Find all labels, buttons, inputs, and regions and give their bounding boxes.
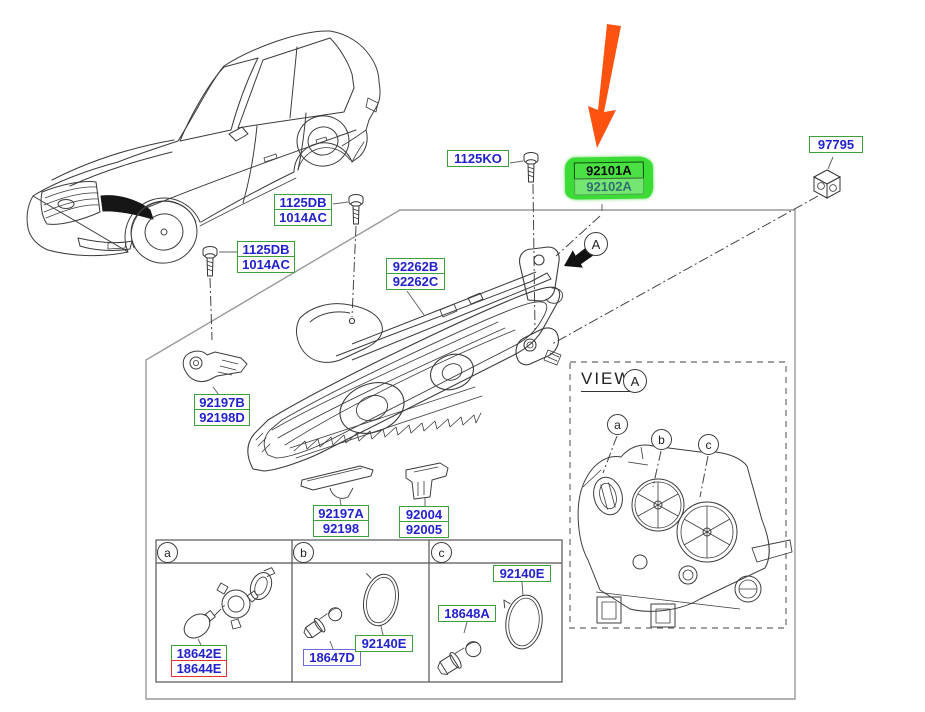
view-panel-letter-badge: A <box>623 369 647 393</box>
part-label-1125db-upper[interactable]: 1125DB 1014AC <box>274 194 332 227</box>
part-label-18642e[interactable]: 18642E 18644E <box>171 645 227 678</box>
part-label-1125ko[interactable]: 1125KO <box>447 150 509 167</box>
relay-part-drawing <box>812 169 842 199</box>
view-panel-title: VIEW <box>581 369 639 392</box>
direction-marker-letter: A <box>584 232 608 256</box>
part-label-92004[interactable]: 92004 92005 <box>399 506 449 539</box>
part-label-18648a[interactable]: 18648A <box>438 605 496 622</box>
part-label-92140e-c[interactable]: 92140E <box>493 565 551 582</box>
leader-lines <box>197 156 834 650</box>
car-illustration <box>26 30 381 264</box>
headlamp-assembly-drawing <box>247 246 563 472</box>
view-a-rear-lamp-drawing <box>577 444 793 628</box>
table-column-a-badge: a <box>157 542 178 563</box>
part-label-92140e-b[interactable]: 92140E <box>355 635 413 652</box>
lower-bracket-inner-drawing <box>405 462 449 500</box>
table-column-c-badge: c <box>431 542 452 563</box>
part-label-92197b[interactable]: 92197B 92198D <box>194 394 250 427</box>
lower-bracket-outer-drawing <box>300 465 374 499</box>
bezel-hole <box>348 317 356 325</box>
part-label-18647d[interactable]: 18647D <box>303 649 361 666</box>
part-label-92101a-highlighted[interactable]: 92101A 92102A <box>564 156 654 200</box>
bulb-table-grid <box>155 539 563 683</box>
highlight-arrow <box>588 24 621 148</box>
part-label-92262b[interactable]: 92262B 92262C <box>386 258 445 291</box>
bolt-icon-left-lower <box>202 246 218 277</box>
view-callout-c: c <box>698 434 719 455</box>
inner-bezel-drawing <box>296 271 552 363</box>
part-label-97795[interactable]: 97795 <box>809 136 863 153</box>
projection-lines <box>209 183 819 617</box>
main-boundary <box>145 209 796 700</box>
side-bracket-drawing <box>182 350 248 383</box>
view-callout-b: b <box>651 429 672 450</box>
cell-b-drawing <box>303 573 399 639</box>
part-label-1125db-lower[interactable]: 1125DB 1014AC <box>237 241 295 274</box>
view-a-panel-border <box>569 361 787 629</box>
bolt-icon-top <box>523 152 539 183</box>
cell-a-drawing <box>183 567 276 639</box>
cell-c-drawing <box>437 594 543 675</box>
part-label-92197a[interactable]: 92197A 92198 <box>313 505 369 538</box>
table-column-b-badge: b <box>293 542 314 563</box>
bolt-icon-left-upper <box>348 194 364 225</box>
view-callout-a: a <box>607 414 628 435</box>
